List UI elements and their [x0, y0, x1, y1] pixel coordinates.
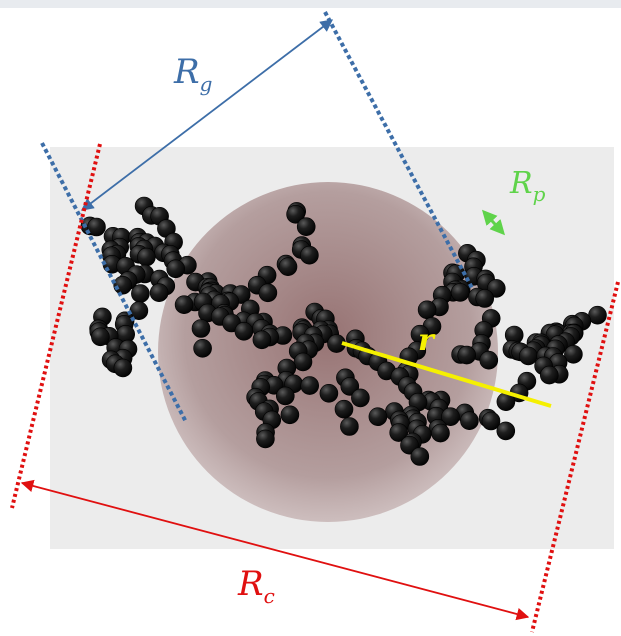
- primary-particle: [457, 345, 477, 365]
- rc-guide-right: [530, 281, 620, 633]
- primary-particle: [450, 283, 470, 302]
- top-strip: [0, 0, 621, 8]
- primary-particle: [234, 321, 254, 341]
- primary-particle: [91, 327, 110, 347]
- rp-label: Rp: [509, 166, 546, 206]
- rp-arrow-icon: [481, 209, 506, 236]
- primary-particle: [131, 284, 150, 303]
- primary-particle: [300, 245, 319, 265]
- primary-particle: [340, 417, 359, 436]
- primary-particle: [481, 411, 501, 431]
- primary-particle: [113, 358, 133, 378]
- primary-particle: [280, 405, 300, 425]
- rc-label: Rc: [237, 564, 275, 608]
- primary-particle: [441, 407, 460, 427]
- primary-particle: [368, 407, 388, 427]
- primary-particle: [539, 365, 559, 385]
- primary-particle: [300, 376, 320, 395]
- rc-guide-left: [10, 143, 102, 509]
- primary-particle: [87, 217, 106, 237]
- primary-particle: [564, 344, 583, 364]
- primary-particle: [351, 388, 370, 408]
- primary-particle: [256, 429, 275, 449]
- rg-guide-left: [40, 142, 188, 423]
- primary-particle: [278, 257, 298, 277]
- r-radius-line: [341, 341, 552, 408]
- primary-particle: [166, 259, 185, 279]
- primary-particle: [334, 399, 354, 419]
- rc-arrow-icon: [20, 479, 530, 621]
- r-label: r: [418, 323, 436, 358]
- primary-particle: [588, 305, 607, 325]
- primary-particle: [137, 247, 156, 267]
- primary-particle: [410, 447, 430, 466]
- primary-particle: [518, 346, 538, 366]
- primary-particle: [431, 423, 450, 443]
- primary-particle: [193, 338, 212, 358]
- primary-particle: [252, 330, 272, 350]
- primary-particle: [191, 319, 211, 338]
- primary-particle: [258, 283, 278, 303]
- primary-particle: [417, 300, 437, 320]
- primary-particle: [389, 423, 409, 442]
- primary-particle: [149, 283, 169, 303]
- primary-particle: [174, 295, 194, 315]
- primary-particle: [113, 275, 132, 295]
- primary-particle: [296, 217, 316, 236]
- primary-particle: [460, 411, 479, 431]
- primary-particle: [293, 352, 313, 372]
- primary-particle: [319, 383, 339, 403]
- rg-arrow-icon: [80, 19, 334, 211]
- primary-particle: [479, 350, 499, 370]
- primary-particle: [496, 421, 516, 441]
- primary-particle: [275, 386, 295, 406]
- rg-guide-right: [323, 11, 474, 289]
- particle-aggregate: [80, 196, 607, 466]
- rg-label: Rg: [173, 52, 212, 96]
- primary-particle: [475, 289, 495, 308]
